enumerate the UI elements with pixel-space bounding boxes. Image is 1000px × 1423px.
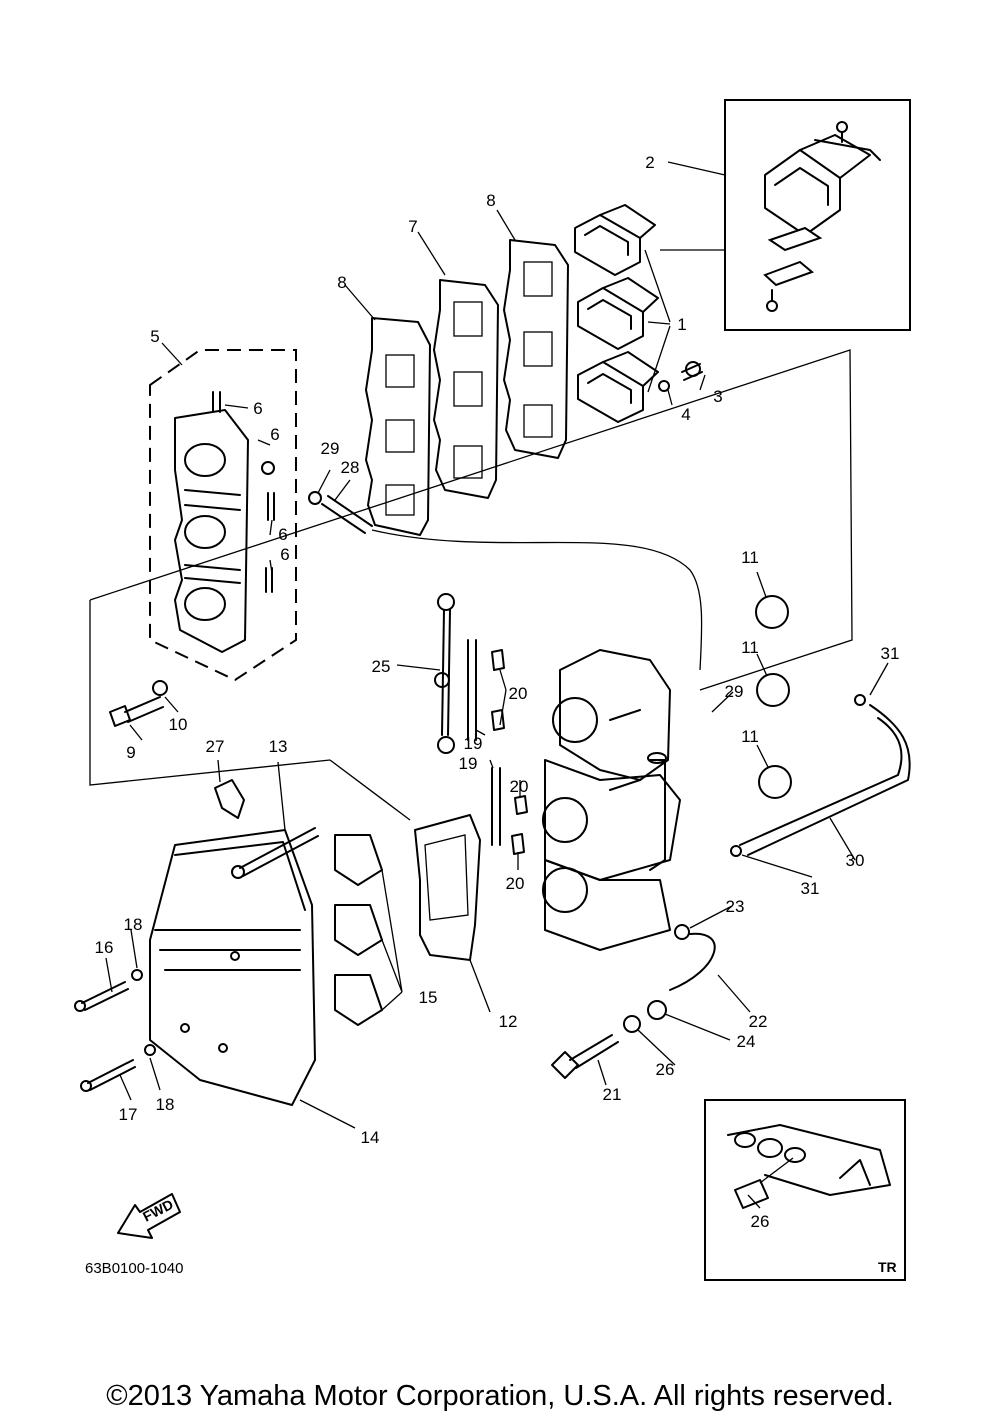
seals-15 bbox=[334, 834, 383, 1026]
callout-29b: 29 bbox=[725, 682, 744, 701]
callout-2: 2 bbox=[645, 153, 654, 172]
callout-31b: 31 bbox=[801, 879, 820, 898]
fwd-arrow-icon: FWD bbox=[117, 1193, 181, 1239]
callout-19b: 19 bbox=[459, 754, 478, 773]
reed-valve-assemblies bbox=[574, 204, 671, 423]
callout-23: 23 bbox=[726, 897, 745, 916]
callout-6c: 6 bbox=[278, 525, 287, 544]
callout-20c: 20 bbox=[506, 874, 525, 893]
callout-6d: 6 bbox=[280, 545, 289, 564]
screw-3-washer-4 bbox=[658, 361, 703, 392]
copyright-notice: ©2013 Yamaha Motor Corporation, U.S.A. A… bbox=[106, 1380, 894, 1412]
callout-21: 21 bbox=[603, 1085, 622, 1104]
callout-20a: 20 bbox=[509, 684, 528, 703]
gaskets-7-8 bbox=[365, 239, 569, 536]
callout-6b: 6 bbox=[270, 425, 279, 444]
choke-parts bbox=[551, 924, 716, 1079]
intake-manifold-assembly bbox=[149, 349, 297, 682]
callout-11c: 11 bbox=[741, 727, 759, 746]
assembly-outline-lines bbox=[89, 349, 853, 821]
svg-text:FWD: FWD bbox=[140, 1196, 176, 1225]
bracket-27 bbox=[214, 779, 245, 819]
callout-14: 14 bbox=[361, 1128, 380, 1147]
callout-25: 25 bbox=[372, 657, 391, 676]
callout-4: 4 bbox=[681, 405, 690, 424]
callout-8a: 8 bbox=[337, 273, 346, 292]
callout-27: 27 bbox=[206, 737, 225, 756]
callout-9: 9 bbox=[126, 743, 135, 762]
callout-3: 3 bbox=[713, 387, 722, 406]
hose-clamps-11 bbox=[755, 595, 792, 799]
callout-8b: 8 bbox=[486, 191, 495, 210]
bolts-16-17-washers-18 bbox=[74, 969, 156, 1092]
leader-lines bbox=[105, 161, 889, 1209]
callout-24: 24 bbox=[737, 1032, 756, 1051]
clips-20 bbox=[491, 649, 528, 855]
callout-26b: 26 bbox=[751, 1212, 770, 1231]
callout-5: 5 bbox=[150, 327, 159, 346]
callout-1: 1 bbox=[677, 315, 686, 334]
reed-valve-detail-inset bbox=[660, 99, 911, 331]
link-rod-25 bbox=[434, 593, 455, 754]
gasket-12 bbox=[414, 814, 481, 961]
callout-31a: 31 bbox=[881, 644, 900, 663]
callout-26a: 26 bbox=[656, 1060, 675, 1079]
callout-28: 28 bbox=[341, 458, 360, 477]
callout-15: 15 bbox=[419, 988, 438, 1007]
callout-6a: 6 bbox=[253, 399, 262, 418]
callout-11b: 11 bbox=[741, 638, 759, 657]
callout-12: 12 bbox=[499, 1012, 518, 1031]
carburetor-assembly bbox=[542, 649, 681, 951]
callout-17: 17 bbox=[119, 1105, 138, 1124]
callout-18b: 18 bbox=[156, 1095, 175, 1114]
tr-inset: TR bbox=[704, 1099, 906, 1281]
callout-labels: 1 2 3 4 5 6 6 6 6 7 8 8 9 10 11 11 11 12… bbox=[95, 153, 900, 1231]
bolt-9-washer-10 bbox=[109, 680, 168, 727]
hose-30 bbox=[730, 694, 911, 857]
link-rods-19 bbox=[467, 639, 501, 846]
diagram-code: 63B0100-1040 bbox=[85, 1260, 183, 1277]
callout-16: 16 bbox=[95, 938, 114, 957]
callout-13: 13 bbox=[269, 737, 288, 756]
callout-10: 10 bbox=[169, 715, 188, 734]
callout-29a: 29 bbox=[321, 439, 340, 458]
hose-28 bbox=[308, 491, 703, 671]
callout-7: 7 bbox=[408, 217, 417, 236]
svg-text:TR: TR bbox=[878, 1259, 897, 1275]
callout-20b: 20 bbox=[510, 777, 529, 796]
callout-22: 22 bbox=[749, 1012, 768, 1031]
callout-11a: 11 bbox=[741, 548, 759, 567]
callout-30: 30 bbox=[846, 851, 865, 870]
callout-19a: 19 bbox=[464, 734, 483, 753]
callout-18a: 18 bbox=[124, 915, 143, 934]
bolt-13 bbox=[231, 827, 319, 879]
intake-silencer-14 bbox=[149, 829, 316, 1106]
